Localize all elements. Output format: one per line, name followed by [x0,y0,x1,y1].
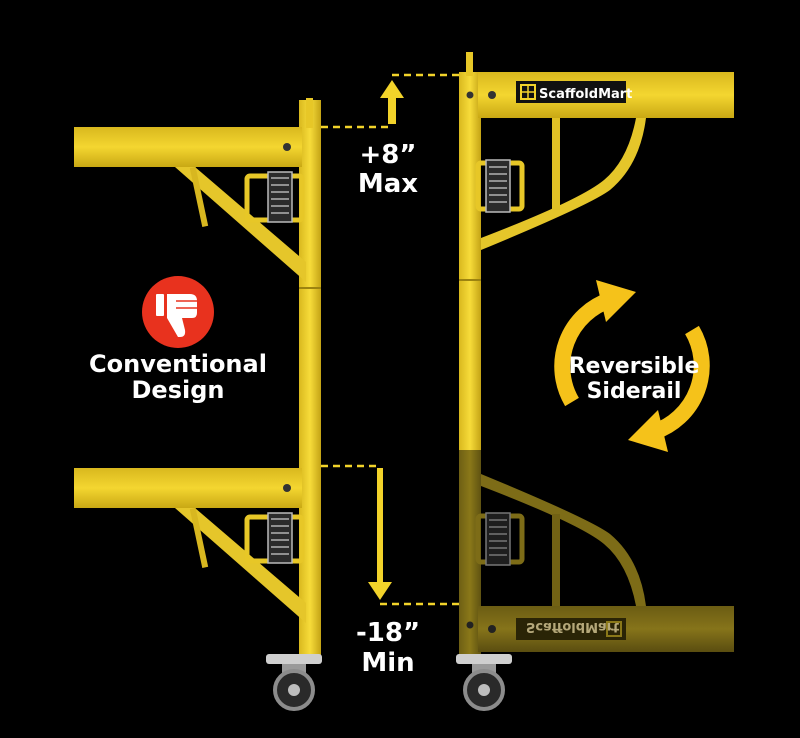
left-upper-brace [175,167,306,282]
conventional-label-line2: Design [132,376,225,404]
down-arrow-icon [368,468,392,600]
up-arrow-icon [380,80,404,124]
right-lower-clamp [475,512,525,566]
conventional-frame [74,98,322,711]
rotate-arrows-icon [554,280,710,452]
min-caption-label: Min [361,648,414,678]
scaffoldmart-logo: ScaffoldMart [516,81,632,103]
reversible-label-line1: Reversible [569,354,700,379]
right-upper-brace [481,118,646,250]
min-value-label: -18” [356,618,420,648]
left-caster-wheel [266,654,322,711]
right-upper-clamp [475,159,525,213]
max-caption-label: Max [358,169,418,199]
right-lower-brace [481,474,646,606]
left-upper-clamp [244,171,305,223]
reversible-label-line2: Siderail [587,379,682,404]
scaffoldmart-logo-mirrored: ScaffoldMart [516,618,626,640]
right-post-upper [459,72,481,450]
height-indicators [321,73,459,606]
conventional-label-line1: Conventional [89,350,267,378]
left-lower-clamp [244,512,305,564]
conventional-callout: Conventional Design [89,276,267,404]
logo-text: ScaffoldMart [539,87,632,102]
thumbs-down-icon [142,276,214,348]
left-lower-brace [175,508,306,623]
logo-text-mirrored: ScaffoldMart [526,619,619,634]
reversible-callout: Reversible Siderail [554,280,710,452]
left-upper-beam [74,127,302,167]
left-post-pin [306,98,313,128]
right-post-lower [459,450,481,660]
reversible-frame: ScaffoldMart ScaffoldMart [456,52,734,711]
right-caster-wheel [456,654,512,711]
max-value-label: +8” [360,140,417,170]
left-lower-beam [74,468,302,508]
